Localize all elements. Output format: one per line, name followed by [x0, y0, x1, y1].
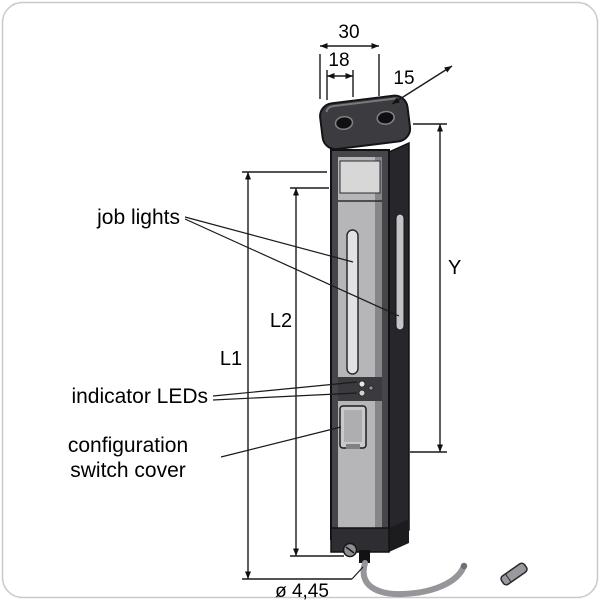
leader-line: [184, 216, 354, 263]
bracket-hole: [334, 115, 354, 131]
dimension-15: 15: [391, 65, 453, 105]
body-side-face: [388, 141, 410, 541]
switch-cover-inner: [344, 410, 362, 442]
dimension-30: 30: [319, 22, 380, 99]
leader-line: [351, 566, 364, 580]
dimension-y: Y: [410, 123, 461, 453]
callout-label-line1: configuration: [68, 434, 188, 457]
indicator-led: [358, 380, 366, 388]
bracket-plate: [319, 94, 412, 151]
indicator-led: [368, 385, 374, 391]
leader-line: [212, 381, 358, 397]
connector-seam: [505, 574, 512, 582]
dimension-l2: L2: [270, 187, 344, 557]
indicator-led-area: [338, 377, 382, 401]
cable-diameter-value: ø 4,45: [275, 581, 329, 600]
bracket-hole: [376, 110, 395, 125]
mounting-bracket: [319, 94, 412, 151]
dimension-value: 15: [393, 68, 414, 89]
configuration-switch-cover: [339, 405, 367, 449]
screw-slot: [345, 546, 355, 554]
dimension-value: Y: [448, 257, 461, 279]
dimension-value: 18: [328, 50, 349, 71]
dimension-l1: L1: [220, 171, 352, 580]
cable-wire: [360, 560, 467, 598]
dimension-value: L2: [270, 310, 292, 332]
job-light-front-window: [346, 229, 359, 375]
leader-line: [212, 392, 358, 401]
bottom-endcap: [330, 519, 409, 558]
leader-line: [220, 426, 342, 458]
cable-gland: [359, 550, 370, 563]
callout-label: job lights: [96, 206, 180, 229]
sensor-device: [319, 94, 528, 598]
callout-label-line2: switch cover: [70, 459, 186, 482]
callout-configuration-switch: configuration switch cover: [68, 426, 342, 482]
front-panel-shade: [375, 157, 382, 533]
switch-cover-tab: [346, 444, 360, 449]
callout-label: indicator LEDs: [71, 385, 208, 408]
endcap-front: [330, 527, 390, 553]
job-light-side-window: [395, 213, 405, 331]
dimension-line: [391, 65, 453, 105]
callout-cable-diameter: ø 4,45: [275, 566, 364, 600]
front-panel: [338, 157, 382, 533]
endcap-side: [389, 519, 409, 552]
cable-connector: [500, 562, 528, 586]
dimension-value: 30: [338, 22, 359, 43]
cable: [359, 550, 528, 598]
callout-job-lights: job lights: [96, 206, 400, 317]
top-window: [339, 160, 381, 194]
led-panel: [338, 377, 382, 401]
connector-pin: [500, 562, 528, 586]
leader-line: [184, 218, 400, 317]
dimension-value: L1: [220, 348, 242, 370]
cable-end: [460, 562, 468, 570]
bracket-highlight: [325, 97, 398, 113]
indicator-led: [358, 389, 366, 397]
dimension-18: 18: [326, 50, 354, 100]
callout-indicator-leds: indicator LEDs: [71, 381, 358, 408]
